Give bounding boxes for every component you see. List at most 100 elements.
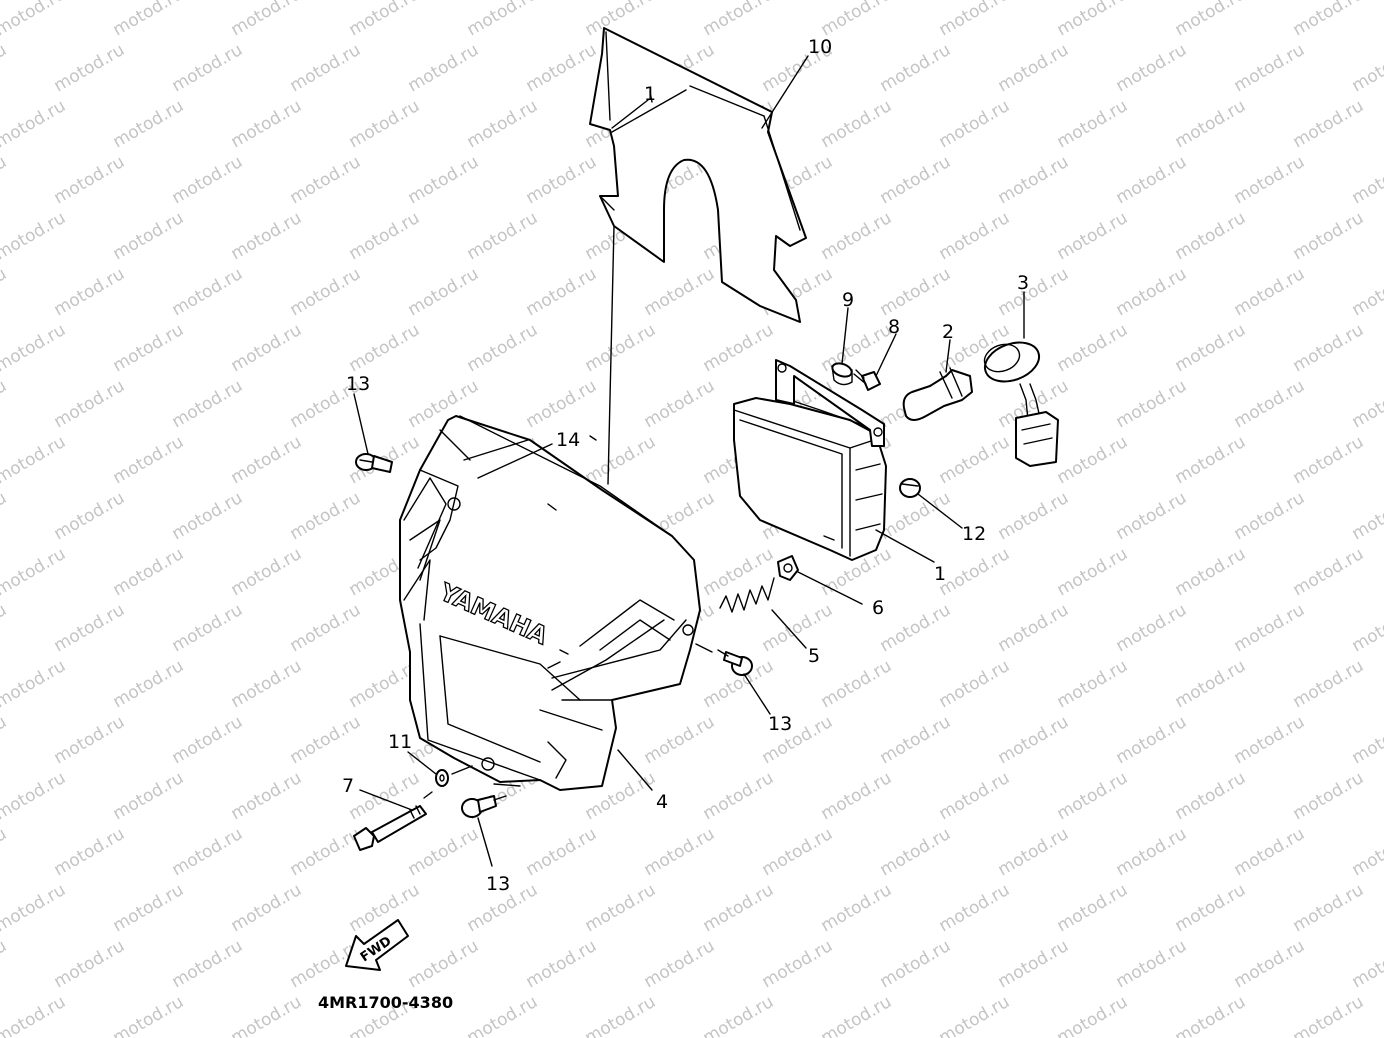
watermark-text: motod.ru xyxy=(936,544,1014,600)
watermark-text: motod.ru xyxy=(1054,432,1132,488)
watermark-text: motod.ru xyxy=(936,992,1014,1038)
watermark-text: motod.ru xyxy=(1290,544,1368,600)
watermark-text: motod.ru xyxy=(1349,712,1384,768)
watermark-text: motod.ru xyxy=(1290,880,1368,936)
watermark-text: motod.ru xyxy=(641,264,719,320)
watermark-text: motod.ru xyxy=(464,320,542,376)
watermark-text: motod.ru xyxy=(1231,600,1309,656)
watermark-text: motod.ru xyxy=(700,880,778,936)
watermark-text: motod.ru xyxy=(1172,992,1250,1038)
watermark-text: motod.ru xyxy=(0,768,69,824)
watermark-text: motod.ru xyxy=(1054,544,1132,600)
watermark-text: motod.ru xyxy=(995,488,1073,544)
watermark-text: motod.ru xyxy=(169,40,247,96)
watermark-text: motod.ru xyxy=(1172,880,1250,936)
watermark-text: motod.ru xyxy=(228,656,306,712)
watermark-text: motod.ru xyxy=(0,208,69,264)
bulb-part-2 xyxy=(902,367,973,421)
watermark-text: motod.ru xyxy=(641,824,719,880)
watermark-text: motod.ru xyxy=(1290,992,1368,1038)
watermark-text: motod.ru xyxy=(51,936,129,992)
callout-3: 3 xyxy=(1017,272,1029,294)
watermark-text: motod.ru xyxy=(464,208,542,264)
headlight-cover-part-4 xyxy=(399,415,701,791)
callout-labels: 10 1 3 2 8 9 12 1 6 5 13 4 13 14 11 7 13 xyxy=(342,36,1029,895)
watermark-text: motod.ru xyxy=(641,936,719,992)
watermark-text: motod.ru xyxy=(1113,600,1191,656)
watermark-text: motod.ru xyxy=(0,600,10,656)
watermark-text: motod.ru xyxy=(1172,96,1250,152)
watermark-text: motod.ru xyxy=(110,208,188,264)
watermark-text: motod.ru xyxy=(1172,320,1250,376)
watermark-text: motod.ru xyxy=(700,544,778,600)
callout-6: 6 xyxy=(872,597,884,619)
watermark-text: motod.ru xyxy=(287,488,365,544)
watermark-text: motod.ru xyxy=(1113,936,1191,992)
callout-1-lamp: 1 xyxy=(934,563,946,585)
watermark-text: motod.ru xyxy=(641,376,719,432)
watermark-text: motod.ru xyxy=(1349,264,1384,320)
watermark-text: motod.ru xyxy=(51,152,129,208)
watermark-text: motod.ru xyxy=(1054,96,1132,152)
watermark-text: motod.ru xyxy=(464,992,542,1038)
watermark-text: motod.ru xyxy=(995,824,1073,880)
watermark-text: motod.ru xyxy=(523,40,601,96)
watermark-text: motod.ru xyxy=(346,96,424,152)
watermark-text: motod.ru xyxy=(110,544,188,600)
watermark-text: motod.ru xyxy=(287,40,365,96)
watermark-text: motod.ru xyxy=(287,712,365,768)
watermark-text: motod.ru xyxy=(995,936,1073,992)
watermark-text: motod.ru xyxy=(346,320,424,376)
callout-14: 14 xyxy=(556,429,580,451)
watermark-text: motod.ru xyxy=(346,208,424,264)
watermark-text: motod.ru xyxy=(1231,936,1309,992)
watermark-text: motod.ru xyxy=(0,376,10,432)
watermark-text: motod.ru xyxy=(1172,656,1250,712)
watermark-text: motod.ru xyxy=(228,96,306,152)
watermark-text: motod.ru xyxy=(1349,488,1384,544)
callout-5: 5 xyxy=(808,645,820,667)
watermark-text: motod.ru xyxy=(877,824,955,880)
callout-10: 10 xyxy=(808,36,832,58)
watermark-text: motod.ru xyxy=(1231,264,1309,320)
callout-2: 2 xyxy=(942,321,954,343)
watermark-text: motod.ru xyxy=(228,208,306,264)
nut-part-12 xyxy=(899,478,921,498)
watermark-text: motod.ru xyxy=(1231,152,1309,208)
watermark-text: motod.ru xyxy=(1172,544,1250,600)
watermark-text: motod.ru xyxy=(641,712,719,768)
watermark-text: motod.ru xyxy=(1172,208,1250,264)
watermark-text: motod.ru xyxy=(51,712,129,768)
watermark-text: motod.ru xyxy=(995,152,1073,208)
watermark-text: motod.ru xyxy=(1231,488,1309,544)
watermark-text: motod.ru xyxy=(936,432,1014,488)
watermark-text: motod.ru xyxy=(110,992,188,1038)
watermark-text: motod.ru xyxy=(523,824,601,880)
watermark-text: motod.ru xyxy=(818,880,896,936)
watermark-text: motod.ru xyxy=(0,544,69,600)
watermark-text: motod.ru xyxy=(818,992,896,1038)
callout-11: 11 xyxy=(388,731,412,753)
callout-7: 7 xyxy=(342,775,354,797)
watermark-text: motod.ru xyxy=(1054,208,1132,264)
watermark-text: motod.ru xyxy=(818,320,896,376)
watermark-text: motod.ru xyxy=(1113,376,1191,432)
watermark-text: motod.ru xyxy=(110,768,188,824)
watermark-text: motod.ru xyxy=(1172,432,1250,488)
watermark-text: motod.ru xyxy=(110,96,188,152)
watermark-text: motod.ru xyxy=(1054,992,1132,1038)
watermark-text: motod.ru xyxy=(0,96,69,152)
watermark-text: motod.ru xyxy=(582,320,660,376)
watermark-text: motod.ru xyxy=(0,992,69,1038)
watermark-text: motod.ru xyxy=(1290,0,1368,40)
watermark-text: motod.ru xyxy=(1054,656,1132,712)
callout-9: 9 xyxy=(842,289,854,311)
watermark-text: motod.ru xyxy=(228,432,306,488)
headlight-unit-part-1 xyxy=(733,359,887,561)
watermark-text: motod.ru xyxy=(0,152,10,208)
watermark-text: motod.ru xyxy=(51,376,129,432)
washer-part-11 xyxy=(423,769,449,799)
watermark-text: motod.ru xyxy=(1172,0,1250,40)
watermark-text: motod.ru xyxy=(700,992,778,1038)
watermark-text: motod.ru xyxy=(877,264,955,320)
